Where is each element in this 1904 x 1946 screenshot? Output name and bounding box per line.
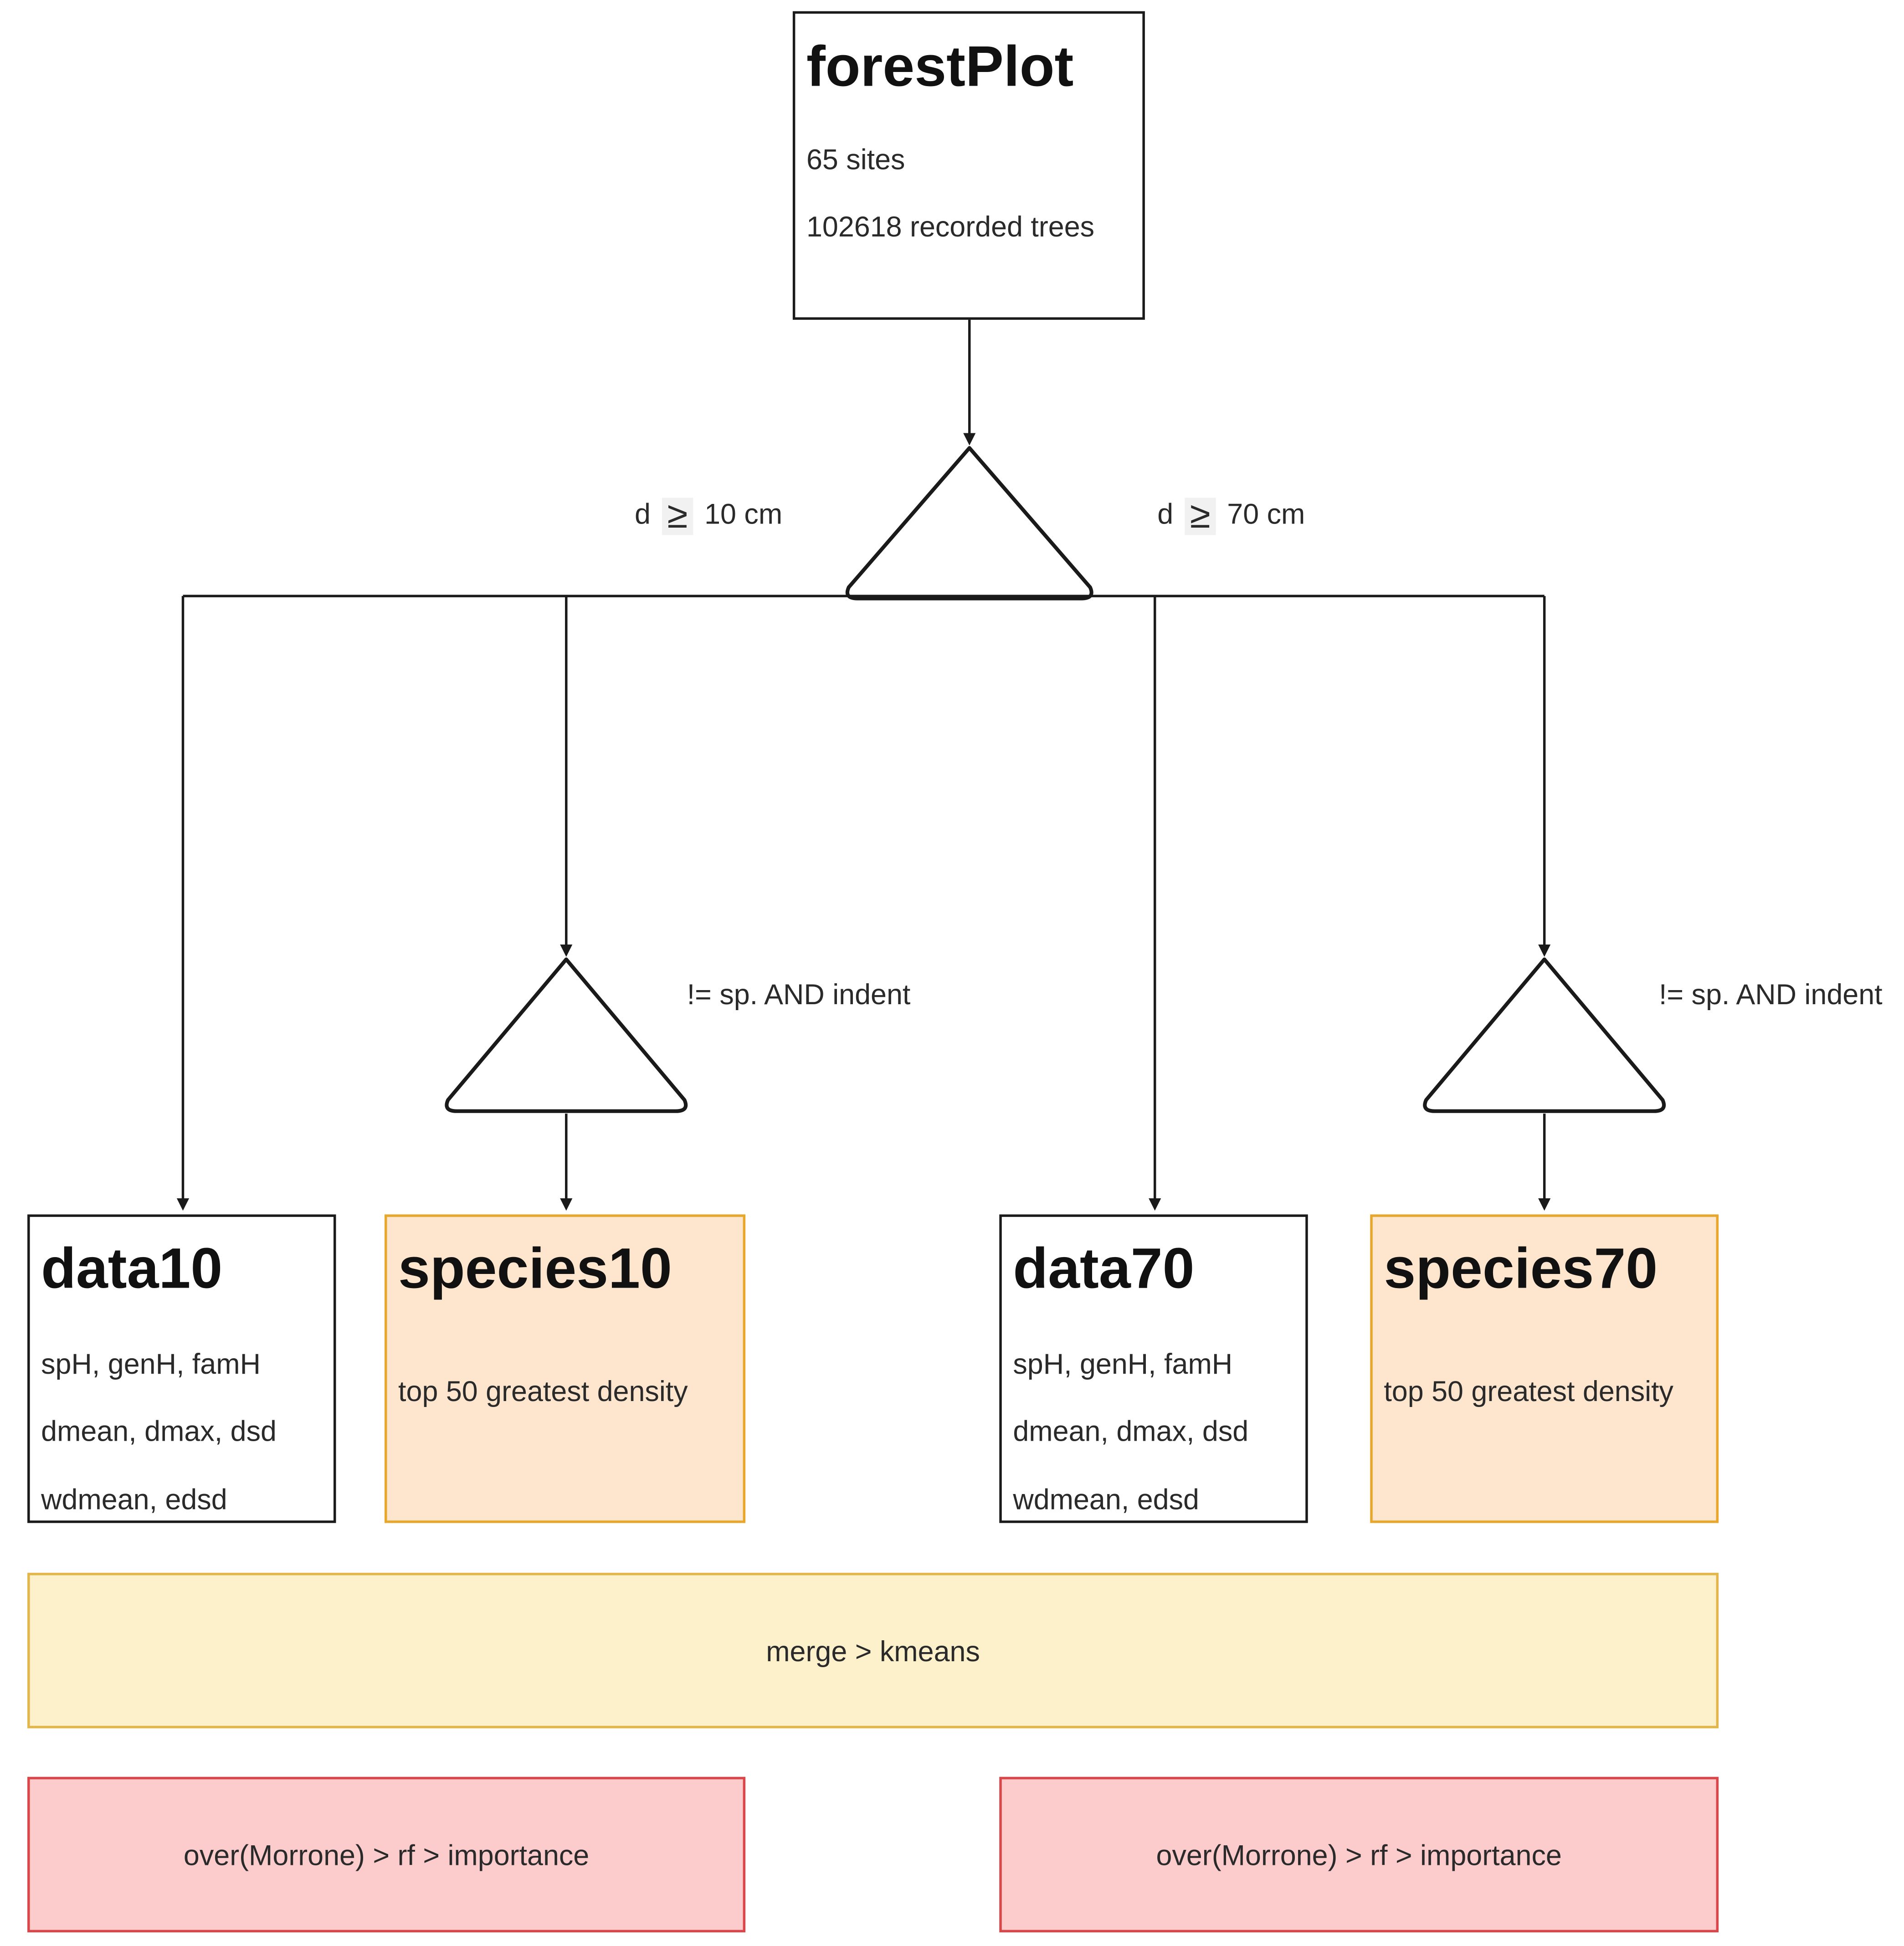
split-triangle-main [845,446,1093,601]
node-data10-line: dmean, dmax, dsd [41,1415,277,1448]
edge-label-prefix: d [1157,498,1174,530]
edge-label-d10: d ≥ 10 cm [635,497,783,535]
node-forestplot-title: forestPlot [806,33,1074,98]
node-rf-right: over(Morrone) > rf > importance [999,1777,1719,1933]
filter-triangle-left [445,957,688,1113]
node-rf-right-text: over(Morrone) > rf > importance [1156,1839,1562,1872]
node-data70-line: wdmean, edsd [1013,1483,1199,1516]
node-data70-title: data70 [1013,1235,1195,1300]
node-data70-line: spH, genH, famH [1013,1347,1233,1380]
node-species10: species10 top 50 greatest density [385,1214,746,1523]
node-data70: data70 spH, genH, famH dmean, dmax, dsd … [999,1214,1308,1523]
edge-label-suffix: 10 cm [704,498,783,530]
filter-triangle-right [1423,957,1666,1113]
node-species10-line: top 50 greatest density [398,1375,688,1407]
node-forestplot: forestPlot 65 sites 102618 recorded tree… [792,11,1145,320]
node-data10-line: wdmean, edsd [41,1483,227,1516]
node-species10-title: species10 [398,1235,672,1300]
node-species70: species70 top 50 greatest density [1370,1214,1719,1523]
node-data10-line: spH, genH, famH [41,1347,261,1380]
edge-label-d70: d ≥ 70 cm [1157,497,1305,535]
node-forestplot-line: 65 sites [806,143,905,176]
geq-symbol: ≥ [1185,497,1216,535]
edge-label-filter-left: != sp. AND indent [687,978,911,1011]
node-species70-line: top 50 greatest density [1384,1375,1673,1407]
node-data10: data10 spH, genH, famH dmean, dmax, dsd … [27,1214,336,1523]
edge-label-filter-right: != sp. AND indent [1658,978,1883,1011]
node-rf-left-text: over(Morrone) > rf > importance [183,1839,590,1872]
node-rf-left: over(Morrone) > rf > importance [27,1777,746,1933]
edge-label-prefix: d [635,498,651,530]
node-data70-line: dmean, dmax, dsd [1013,1415,1249,1448]
node-merge-kmeans: merge > kmeans [27,1572,1719,1729]
node-species70-title: species70 [1384,1235,1658,1300]
node-forestplot-line: 102618 recorded trees [806,210,1095,243]
node-data10-title: data10 [41,1235,223,1300]
node-merge-kmeans-text: merge > kmeans [766,1635,980,1668]
edge-label-suffix: 70 cm [1227,498,1305,530]
geq-symbol: ≥ [662,497,693,535]
